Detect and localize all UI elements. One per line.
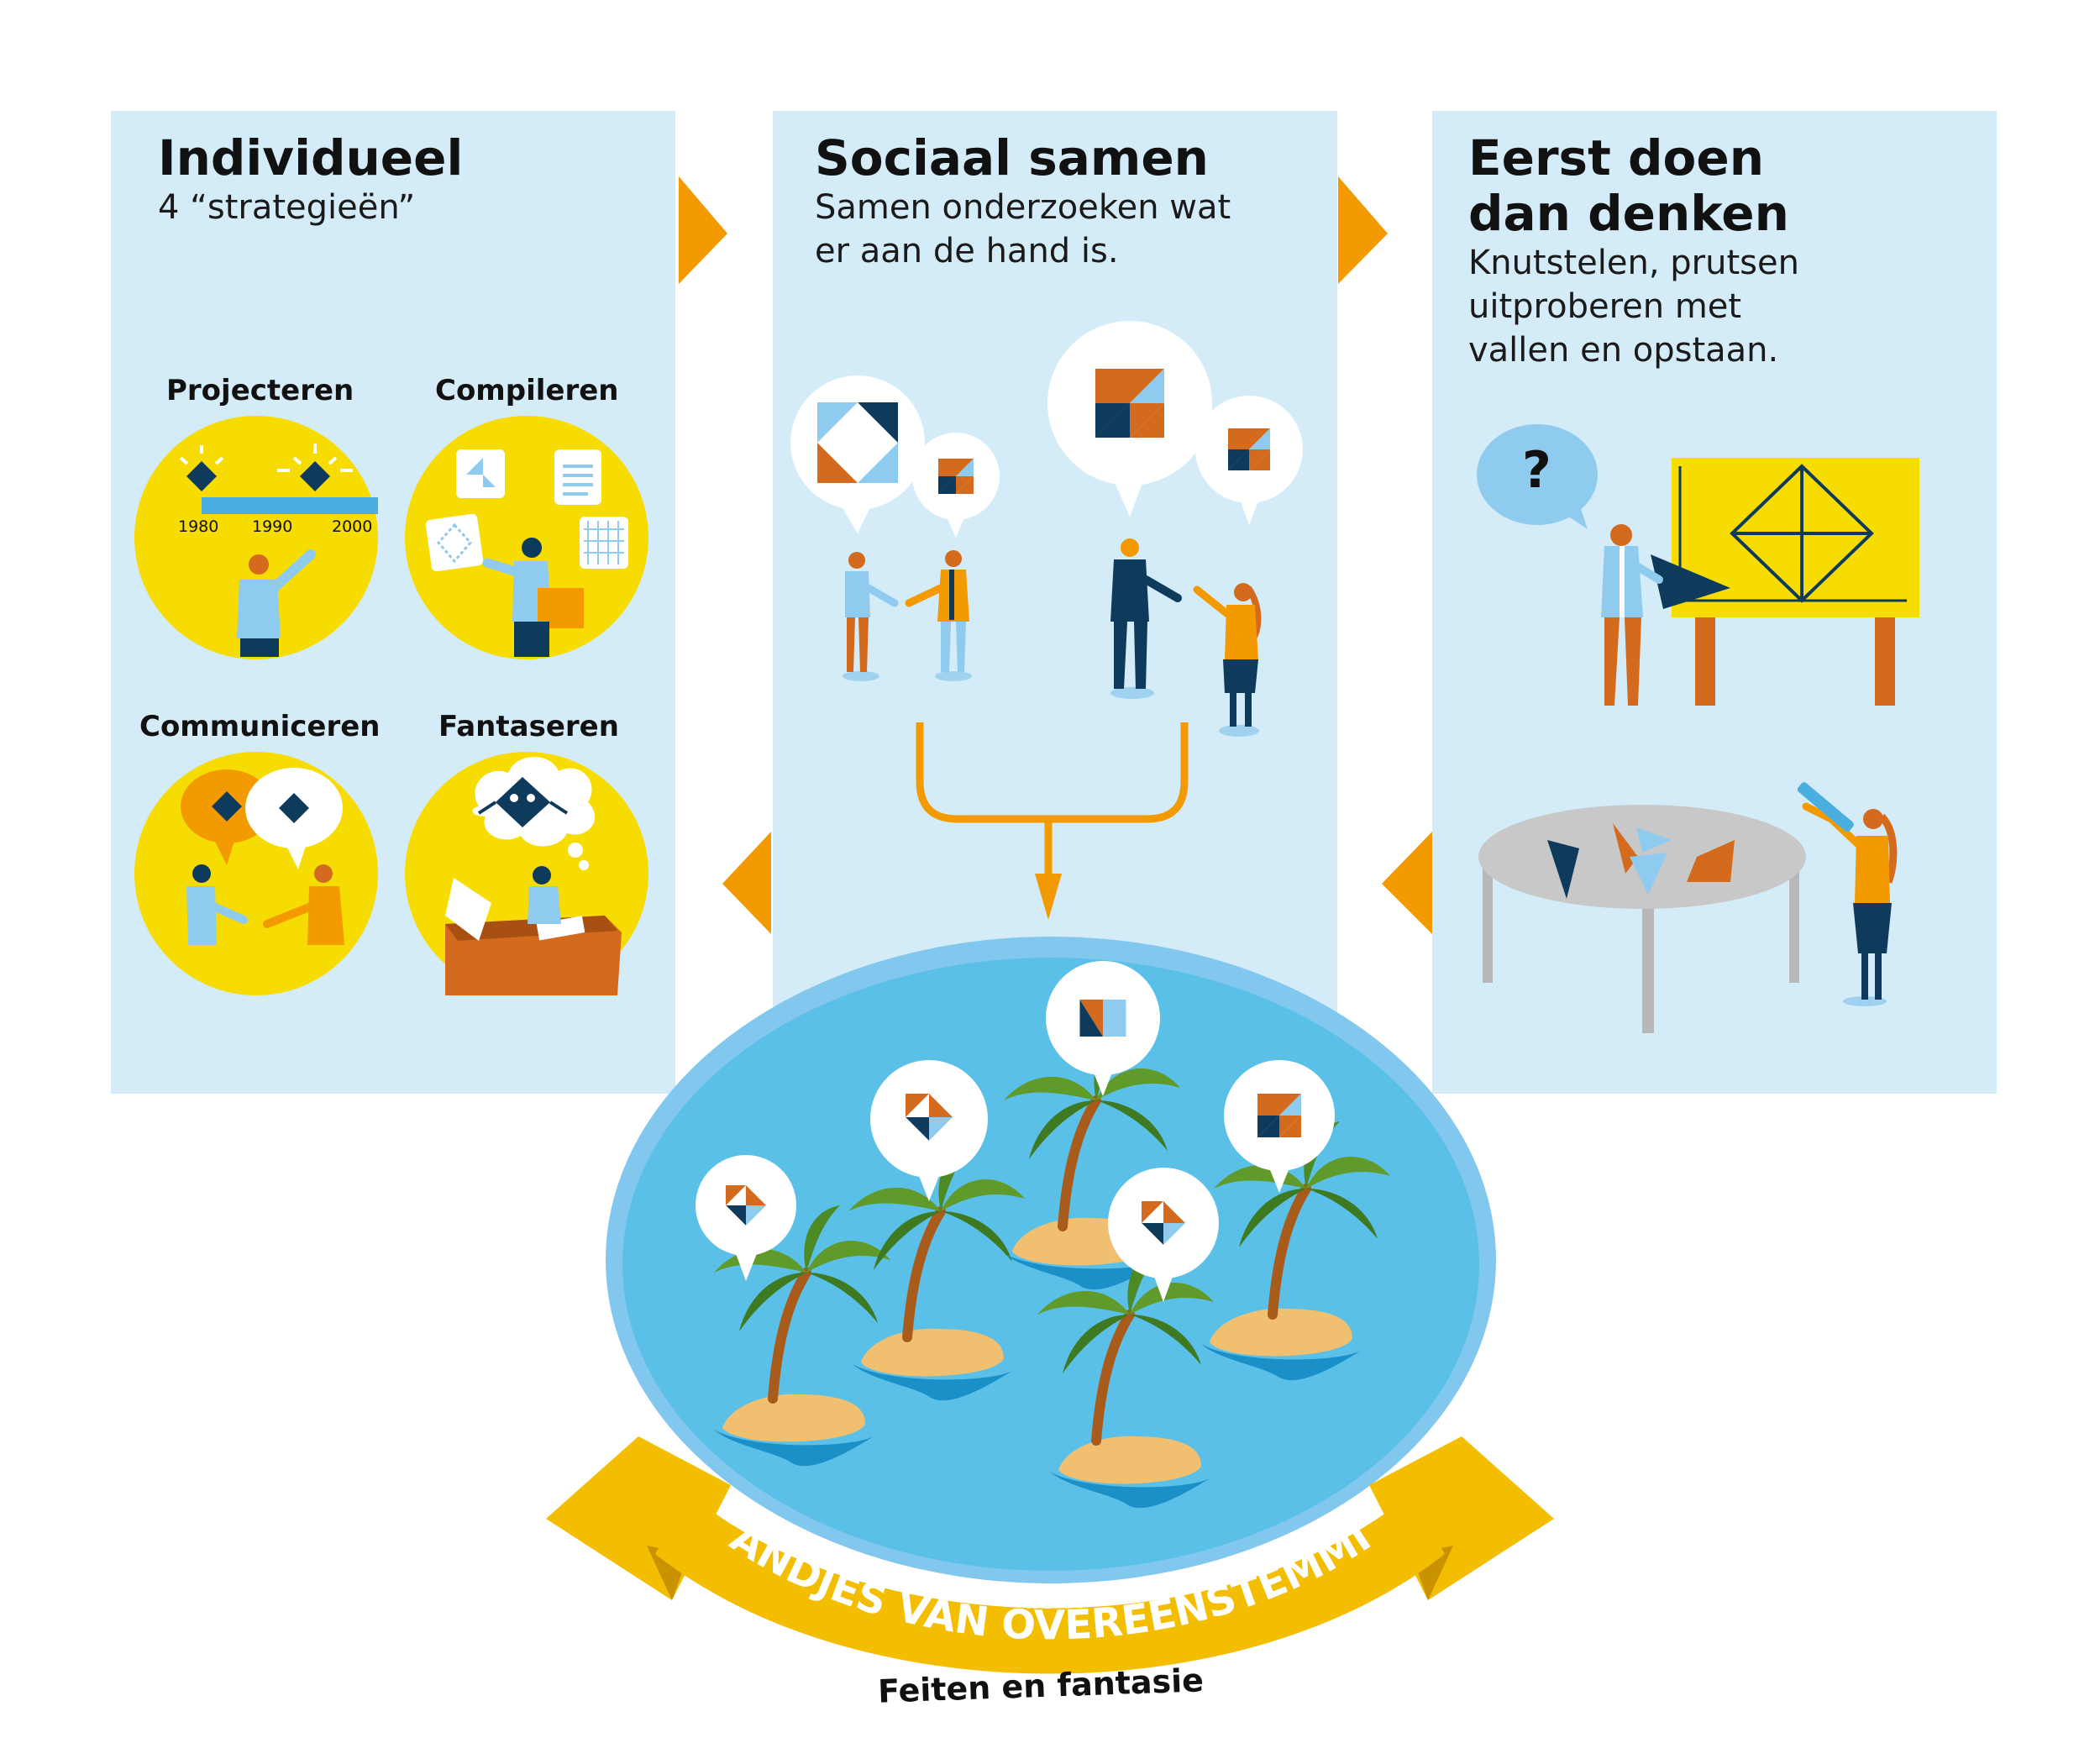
panel-individueel-header: Individueel 4 “strategieën”: [158, 130, 463, 229]
panel-sociaal-header: Sociaal samen Samen onderzoeken wat er a…: [815, 130, 1231, 273]
arrow-down-icon: [1035, 874, 1062, 920]
panel-subtitle-line: Knutstelen, prutsen: [1468, 244, 1799, 282]
person-icon: [1797, 782, 1898, 1006]
banner-lead-text: Leidt tot :: [979, 1581, 1121, 1615]
fantaseren-illustration: [405, 752, 648, 995]
panel-subtitle-individueel: 4 “strategieën”: [158, 188, 416, 227]
person-icon: [905, 550, 972, 681]
arrow-right-icon: [679, 176, 727, 284]
speech-bubble-icon: [1477, 424, 1598, 529]
strategy-label-projecteren: Projecteren: [166, 374, 354, 407]
panel-subtitle-line: er aan de hand is.: [815, 232, 1119, 270]
arrow-left-icon: [1382, 832, 1432, 934]
arrow-left-icon: [722, 832, 771, 934]
person-icon: [1110, 538, 1182, 699]
panel-title-sociaal: Sociaal samen: [815, 129, 1209, 186]
communiceren-illustration: [134, 752, 378, 995]
speech-bubble-icon: [1046, 961, 1160, 1096]
panel-title-individueel: Individueel: [158, 129, 464, 186]
speech-bubble-icon: [790, 375, 925, 533]
panel-title-line: dan denken: [1468, 185, 1789, 242]
speech-bubble-icon: [1224, 1060, 1335, 1193]
strategy-label-compileren: Compileren: [435, 374, 619, 407]
monster-icon: [496, 777, 550, 827]
banner-lead: Leidt tot :: [979, 1581, 1121, 1615]
timeline-year: 2000: [332, 517, 373, 536]
projecteren-illustration: [134, 416, 378, 659]
panel-eerst-header: Eerst doen dan denken Knutstelen, prutse…: [1468, 130, 1799, 372]
compileren-illustration: [405, 416, 648, 659]
strategy-label-fantaseren: Fantaseren: [438, 710, 619, 743]
panel-title-line: Eerst doen: [1468, 129, 1764, 186]
panel-subtitle-line: Samen onderzoeken wat: [815, 188, 1231, 227]
speech-bubble-icon: [1195, 396, 1303, 525]
speech-bubble-icon: [912, 433, 1000, 538]
panel-subtitle-line: uitproberen met: [1468, 287, 1742, 326]
timeline-year: 1990: [252, 517, 293, 536]
person-icon: [1601, 524, 1730, 706]
speech-bubble-icon: [1047, 321, 1212, 517]
timeline-year: 1980: [178, 517, 219, 536]
banner-ribbon: [546, 1436, 1554, 1674]
speech-bubble-icon: [696, 1155, 796, 1281]
arrow-right-icon: [1338, 176, 1388, 284]
panel-subtitle-line: vallen en opstaan.: [1468, 331, 1779, 370]
strategy-label-communiceren: Communiceren: [139, 710, 381, 743]
question-mark: ?: [1522, 441, 1551, 500]
speech-bubble-icon: [870, 1060, 988, 1201]
table-icon: [1478, 805, 1806, 1033]
person-icon: [1193, 583, 1262, 737]
person-icon: [843, 552, 899, 681]
speech-bubble-icon: [1108, 1168, 1219, 1302]
